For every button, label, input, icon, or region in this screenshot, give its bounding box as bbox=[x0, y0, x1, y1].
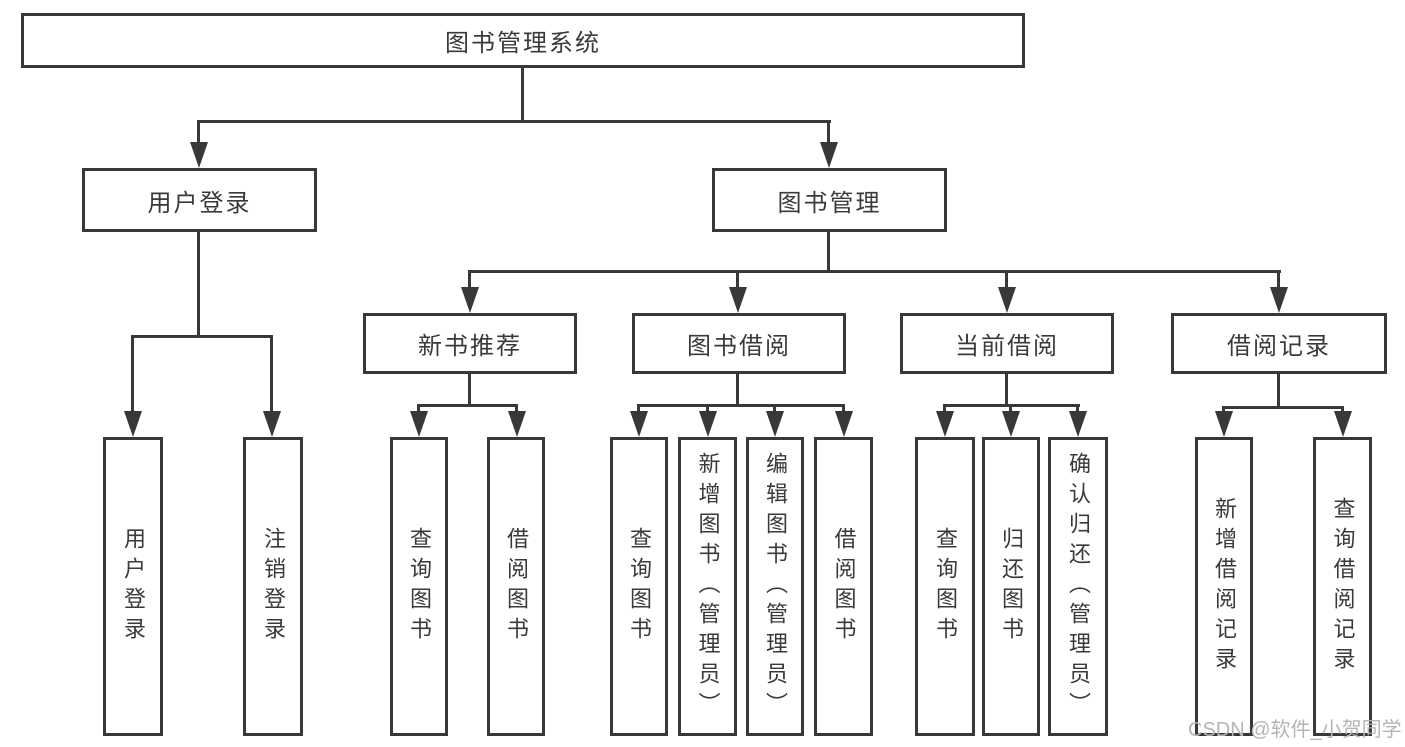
connector-stem bbox=[1277, 374, 1280, 409]
connector-stem bbox=[827, 232, 830, 273]
connector-drop bbox=[197, 120, 200, 146]
arrowhead-down-icon bbox=[1215, 411, 1233, 437]
connector-drop bbox=[1076, 404, 1079, 416]
node-borrowing-records: 借阅记录 bbox=[1171, 313, 1387, 374]
connector-drop bbox=[131, 335, 134, 415]
connector-stem bbox=[1005, 374, 1008, 407]
arrowhead-down-icon bbox=[630, 411, 648, 437]
arrowhead-down-icon bbox=[263, 411, 281, 437]
connector-drop bbox=[417, 404, 420, 416]
leaf-query-borrow-record: 查询借阅记录 bbox=[1313, 437, 1372, 736]
connector-drop bbox=[515, 404, 518, 416]
connector-drop bbox=[468, 270, 471, 291]
arrowhead-down-icon bbox=[190, 142, 208, 168]
connector-bar bbox=[637, 404, 845, 407]
connector-drop bbox=[637, 404, 640, 416]
leaf-return-books: 归还图书 bbox=[982, 437, 1040, 736]
node-user-login: 用户登录 bbox=[82, 168, 317, 232]
connector-bar bbox=[417, 404, 518, 407]
connector-drop bbox=[1277, 270, 1280, 291]
arrowhead-down-icon bbox=[998, 287, 1016, 313]
connector-stem bbox=[468, 374, 471, 407]
arrowhead-down-icon bbox=[461, 287, 479, 313]
arrowhead-down-icon bbox=[835, 411, 853, 437]
leaf-confirm-return-admin: 确认归还（管理员） bbox=[1048, 437, 1108, 736]
arrowhead-down-icon bbox=[1270, 287, 1288, 313]
arrowhead-down-icon bbox=[410, 411, 428, 437]
node-root-library-system: 图书管理系统 bbox=[21, 13, 1025, 68]
connector-drop bbox=[706, 404, 709, 416]
connector-drop bbox=[1005, 270, 1008, 291]
connector-drop bbox=[736, 270, 739, 291]
connector-bar bbox=[468, 270, 1281, 273]
arrowhead-down-icon bbox=[699, 411, 717, 437]
connector-bar bbox=[131, 335, 273, 338]
connector-stem bbox=[197, 232, 200, 338]
leaf-add-borrow-record: 新增借阅记录 bbox=[1195, 437, 1253, 736]
leaf-query-books-current: 查询图书 bbox=[915, 437, 975, 736]
node-book-management: 图书管理 bbox=[712, 168, 947, 232]
connector-drop bbox=[842, 404, 845, 416]
arrowhead-down-icon bbox=[1069, 411, 1087, 437]
connector-stem bbox=[521, 68, 524, 123]
arrowhead-down-icon bbox=[124, 411, 142, 437]
connector-drop bbox=[943, 404, 946, 416]
arrowhead-down-icon bbox=[508, 411, 526, 437]
leaf-add-books-admin: 新增图书（管理员） bbox=[678, 437, 737, 736]
arrowhead-down-icon bbox=[729, 287, 747, 313]
connector-stem bbox=[736, 374, 739, 407]
node-book-borrowing: 图书借阅 bbox=[632, 313, 846, 374]
connector-drop bbox=[827, 120, 830, 146]
leaf-user-login: 用户登录 bbox=[103, 437, 163, 736]
leaf-logout: 注销登录 bbox=[243, 437, 303, 736]
connector-drop bbox=[773, 404, 776, 416]
arrowhead-down-icon bbox=[1334, 411, 1352, 437]
node-current-borrowing: 当前借阅 bbox=[900, 313, 1114, 374]
arrowhead-down-icon bbox=[1002, 411, 1020, 437]
node-new-book-recommendation: 新书推荐 bbox=[363, 313, 577, 374]
connector-drop bbox=[270, 335, 273, 415]
arrowhead-down-icon bbox=[820, 142, 838, 168]
connector-bar bbox=[197, 120, 831, 123]
leaf-query-books-borrowing: 查询图书 bbox=[610, 437, 668, 736]
arrowhead-down-icon bbox=[766, 411, 784, 437]
connector-drop bbox=[1009, 404, 1012, 416]
csdn-watermark: CSDN @软件_小贺同学 bbox=[1188, 719, 1402, 741]
leaf-borrow-books-recommend: 借阅图书 bbox=[487, 437, 545, 736]
connector-bar bbox=[1222, 406, 1344, 409]
arrowhead-down-icon bbox=[936, 411, 954, 437]
leaf-borrow-books-borrowing: 借阅图书 bbox=[814, 437, 873, 736]
leaf-query-books-recommend: 查询图书 bbox=[390, 437, 448, 736]
leaf-edit-books-admin: 编辑图书（管理员） bbox=[746, 437, 804, 736]
